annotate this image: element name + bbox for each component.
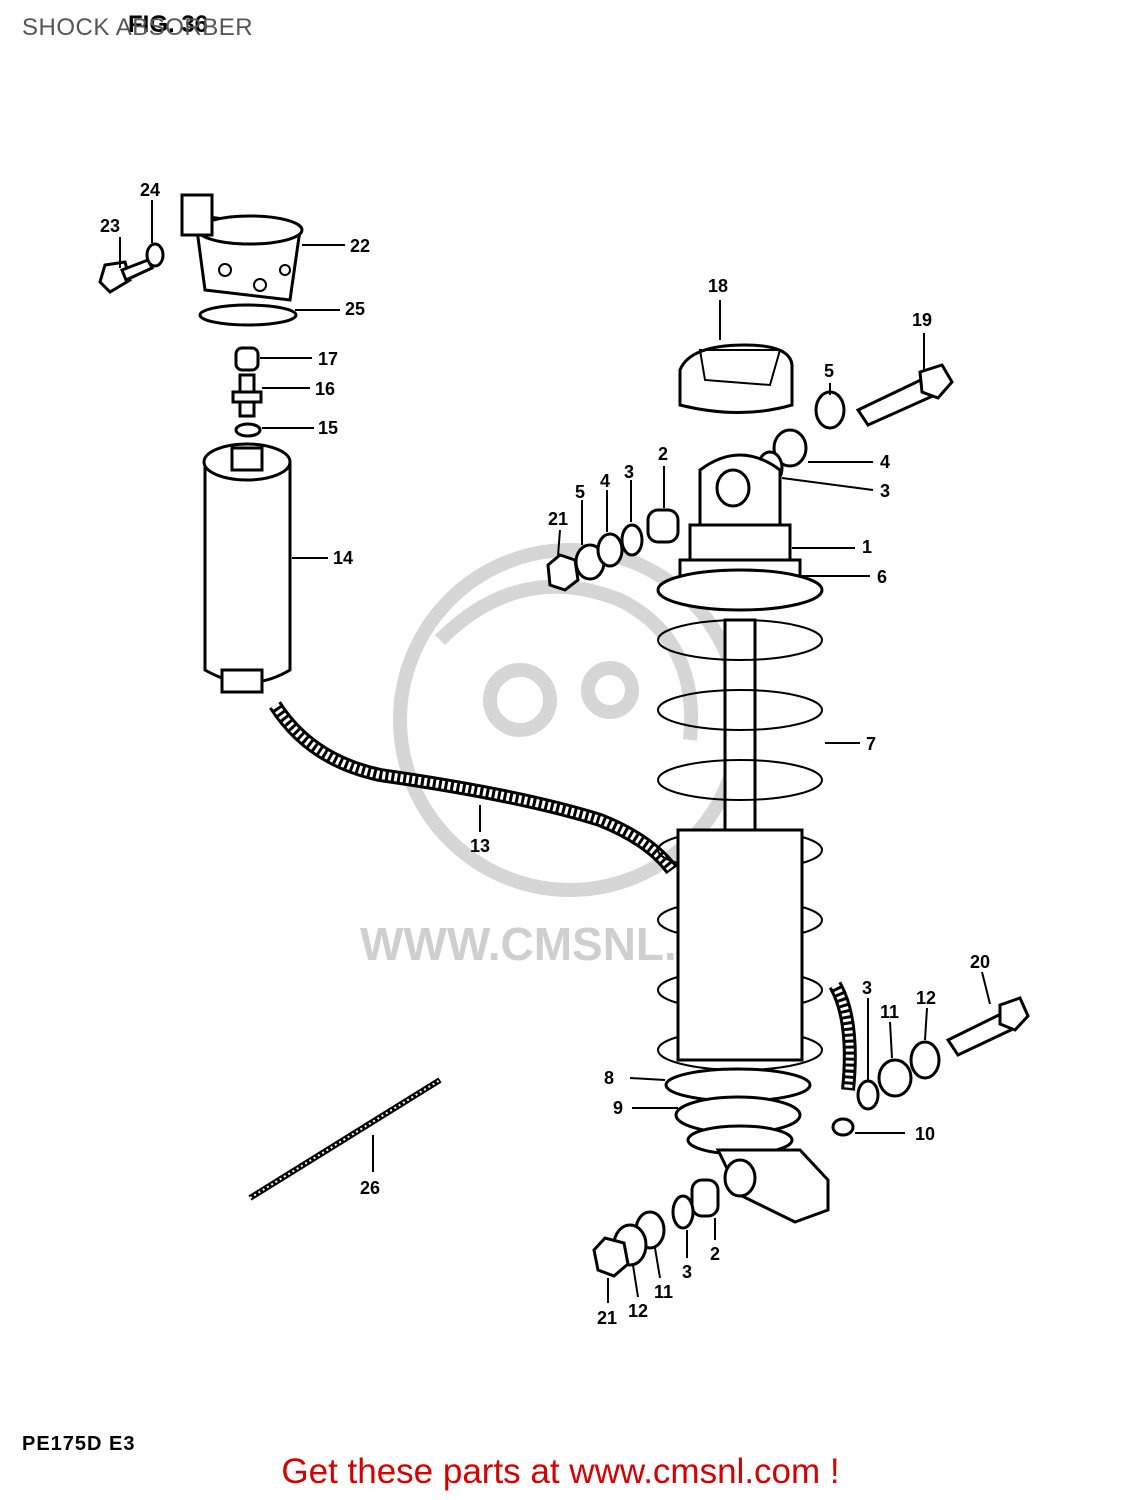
- part-shock-cylinder: [676, 828, 804, 1062]
- callout-8: 8: [604, 1068, 614, 1088]
- part-collar-5-upper: [814, 390, 846, 430]
- part-seal-11-right: [877, 1058, 913, 1098]
- callout-25: 25: [345, 299, 365, 319]
- callout-23: 23: [100, 216, 120, 236]
- part-bushing-2-lower: [690, 1178, 720, 1218]
- callout-17: 17: [318, 349, 338, 369]
- part-reservoir-14: [202, 442, 292, 694]
- callout-1: 1: [862, 537, 872, 557]
- part-cap-17: [234, 346, 260, 372]
- part-cover-18: [678, 343, 794, 414]
- callout-15: 15: [318, 418, 338, 438]
- callout-10: 10: [915, 1124, 935, 1144]
- figure-label: FIG. 36: [128, 11, 208, 38]
- callout-9: 9: [613, 1098, 623, 1118]
- callout-18: 18: [708, 276, 728, 296]
- callout-26: 26: [360, 1178, 380, 1198]
- callout-21-upper: 21: [548, 509, 568, 529]
- callout-3-upper-right: 3: [880, 481, 890, 501]
- part-nut-21-upper: [546, 553, 580, 592]
- callout-21-lower: 21: [597, 1308, 617, 1328]
- part-seal-4-left: [596, 532, 624, 568]
- part-o-ring-15: [234, 422, 262, 438]
- callout-7: 7: [866, 734, 876, 754]
- part-ring-3-lower: [671, 1194, 695, 1230]
- callout-20: 20: [970, 952, 990, 972]
- callout-13: 13: [470, 836, 490, 856]
- callout-12-right: 12: [916, 988, 936, 1008]
- callout-5-upper-right: 5: [824, 361, 834, 381]
- part-o-ring-25: [198, 303, 298, 327]
- page-title: SHOCK ABSORBER: [22, 14, 254, 41]
- callout-14: 14: [333, 548, 353, 568]
- part-tie-26: [248, 1077, 442, 1201]
- part-bushing-2-upper: [646, 508, 680, 544]
- callout-4-upper-right: 4: [880, 452, 890, 472]
- part-ring-3-left: [620, 523, 644, 557]
- callout-6: 6: [877, 567, 887, 587]
- part-ring-3-right: [856, 1079, 880, 1111]
- part-spring-seat-6: [656, 568, 824, 612]
- callout-3-lower-right: 3: [862, 978, 872, 998]
- part-bolt-20: [945, 996, 1030, 1057]
- part-washer-24: [145, 242, 165, 268]
- promo-banner-link[interactable]: Get these parts at www.cmsnl.com !: [281, 1452, 840, 1491]
- part-collar-12-right: [909, 1040, 941, 1080]
- callout-2-upper: 2: [658, 444, 668, 464]
- part-clamp: [180, 193, 304, 302]
- part-valve-16: [231, 373, 263, 418]
- part-washer-10: [831, 1117, 855, 1137]
- callout-5-upper-left: 5: [575, 482, 585, 502]
- callout-19: 19: [912, 310, 932, 330]
- leader-lines: [119, 200, 991, 1303]
- callout-24: 24: [140, 180, 160, 200]
- callouts: 23 24 22 25 17 16 15 14 13 18 19 5 4 3 1…: [100, 180, 990, 1328]
- part-nut-21-lower: [592, 1236, 630, 1278]
- callout-4-upper-left: 4: [600, 471, 610, 491]
- part-bolt-19: [855, 363, 954, 427]
- callout-16: 16: [315, 379, 335, 399]
- callout-3-lower: 3: [682, 1262, 692, 1282]
- callout-2-lower: 2: [710, 1244, 720, 1264]
- callout-3-upper-left: 3: [624, 462, 634, 482]
- callout-11-lower: 11: [654, 1282, 673, 1302]
- part-bolt-23: [98, 258, 155, 294]
- callout-22: 22: [350, 236, 370, 256]
- part-seal-4-upper: [772, 428, 808, 468]
- callout-12-lower: 12: [628, 1301, 648, 1321]
- part-lower-eye: [715, 1148, 830, 1224]
- callout-11-right: 11: [880, 1002, 899, 1022]
- model-code: PE175D E3: [22, 1433, 136, 1455]
